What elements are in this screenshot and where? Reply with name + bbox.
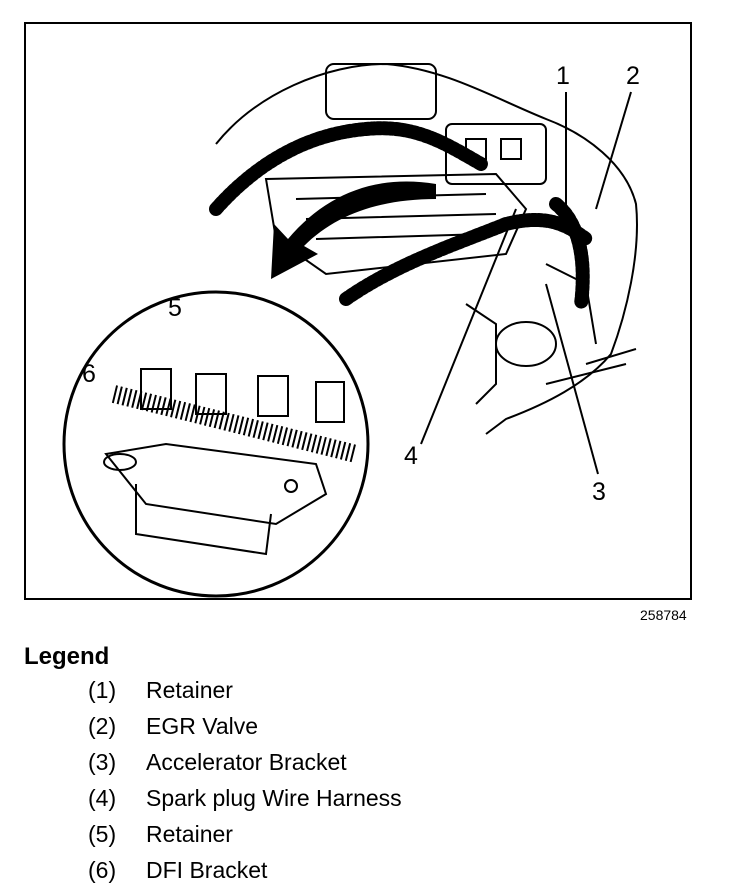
legend-item: (2) EGR Valve bbox=[88, 711, 258, 741]
callout-2: 2 bbox=[626, 62, 640, 90]
engine-outline bbox=[215, 62, 638, 435]
legend-item-number: (3) bbox=[88, 749, 117, 775]
wire-harness-upper bbox=[209, 121, 593, 311]
legend-item: (5) Retainer bbox=[88, 819, 233, 849]
legend-item-number: (5) bbox=[88, 821, 117, 847]
legend-item: (4) Spark plug Wire Harness bbox=[88, 783, 402, 813]
callout-5: 5 bbox=[168, 294, 182, 322]
callout-4: 4 bbox=[404, 442, 418, 470]
legend-item-label: EGR Valve bbox=[146, 713, 259, 739]
detail-inset bbox=[62, 290, 370, 598]
callout-1: 1 bbox=[556, 62, 570, 90]
legend-title: Legend bbox=[24, 643, 110, 670]
legend-item-number: (4) bbox=[88, 785, 117, 811]
legend-item-label: Spark plug Wire Harness bbox=[146, 785, 402, 811]
legend-item-number: (1) bbox=[88, 677, 117, 703]
direction-arrow bbox=[271, 181, 436, 279]
legend-item-label: Accelerator Bracket bbox=[146, 749, 347, 775]
throttle-body bbox=[445, 123, 547, 185]
legend-item-label: Retainer bbox=[146, 821, 233, 847]
legend-item: (6) DFI Bracket bbox=[88, 855, 267, 885]
diagram-frame: 1 2 3 4 5 6 bbox=[24, 22, 692, 600]
legend-item: (3) Accelerator Bracket bbox=[88, 747, 347, 777]
engine-illustration bbox=[62, 62, 638, 598]
figure-number: 258784 bbox=[640, 607, 687, 623]
callout-3: 3 bbox=[592, 478, 606, 506]
legend-item-number: (2) bbox=[88, 713, 117, 739]
inset-harness bbox=[111, 385, 359, 463]
pulley-shape bbox=[495, 321, 557, 367]
leader-line-2 bbox=[595, 91, 632, 210]
legend-item: (1) Retainer bbox=[88, 675, 233, 705]
leader-line-4 bbox=[420, 208, 517, 445]
legend-item-label: DFI Bracket bbox=[146, 857, 268, 883]
alternator-shape bbox=[325, 63, 437, 120]
legend-item-label: Retainer bbox=[146, 677, 233, 703]
leader-line-3 bbox=[545, 283, 599, 475]
dfi-bracket bbox=[104, 442, 328, 526]
callout-6: 6 bbox=[82, 360, 96, 388]
legend-item-number: (6) bbox=[88, 857, 117, 883]
